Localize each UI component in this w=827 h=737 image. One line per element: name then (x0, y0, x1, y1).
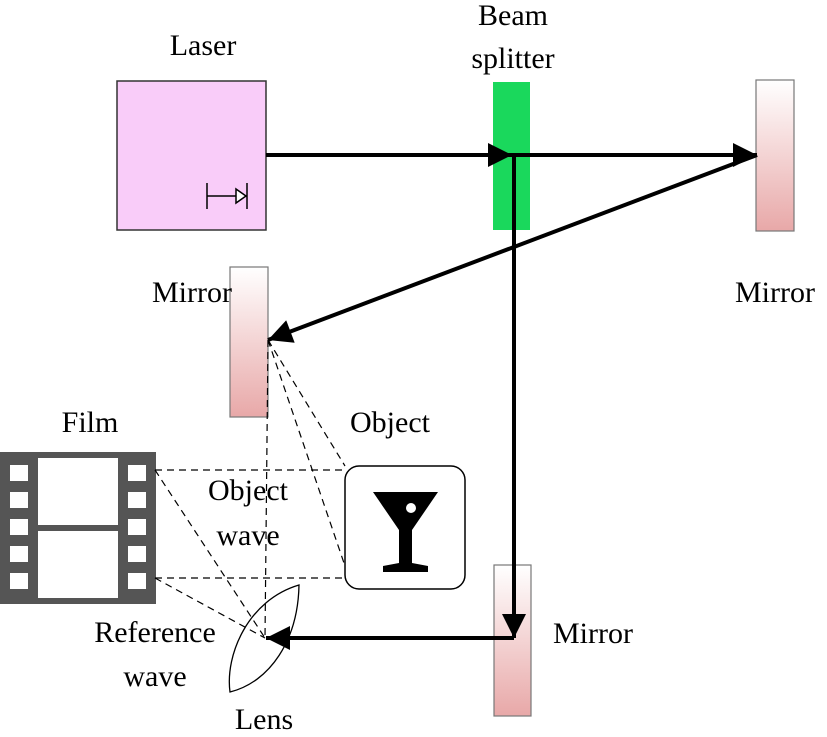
mirror-top-right-plate (755, 79, 795, 232)
object-wave-label-line1: Object (208, 474, 289, 507)
beam-splitter-label-line2: splitter (471, 42, 554, 75)
dash-mirror-to-lens (264, 339, 269, 639)
lens-label: Lens (235, 703, 293, 736)
reference-wave-label-line2: wave (123, 660, 186, 693)
reference-wave-label-line1: Reference (94, 616, 216, 649)
lens-shape (228, 584, 300, 693)
film-label: Film (62, 406, 119, 439)
laser-label: Laser (170, 29, 237, 62)
lens: Lens (228, 584, 300, 736)
beam-splitter-label-line1: Beam (478, 0, 548, 32)
film: Film (0, 406, 156, 604)
object-label: Object (350, 406, 431, 439)
mirror-left-plate (229, 266, 269, 418)
diode-icon (206, 183, 248, 209)
dash-mirror-to-object-top (267, 339, 346, 467)
mirror-bottom-label: Mirror (553, 617, 633, 650)
object-wave-label-line2: wave (216, 519, 279, 552)
laser: Laser (116, 29, 267, 231)
dashed-wave-lines (154, 339, 346, 639)
film-frame-bar-top (38, 452, 118, 458)
laser-box (116, 80, 267, 231)
laser-beams (266, 143, 758, 650)
martini-glass-icon (373, 492, 438, 572)
object: Object (344, 406, 466, 590)
dash-mirror-to-object-mid (267, 339, 346, 567)
mirror-bottom: Mirror (493, 564, 633, 717)
film-frame-bar-mid (38, 525, 118, 531)
mirror-left-label: Mirror (152, 276, 232, 309)
mirror-top-right: Mirror (735, 79, 815, 309)
mirror-left: Mirror (152, 266, 269, 418)
dash-film-to-lens-upper (154, 469, 266, 639)
dash-film-to-lens-lower (154, 577, 266, 639)
film-frame-bar-bottom (38, 598, 118, 604)
mirror-top-right-label: Mirror (735, 276, 815, 309)
film-sprocket-holes (10, 465, 146, 589)
